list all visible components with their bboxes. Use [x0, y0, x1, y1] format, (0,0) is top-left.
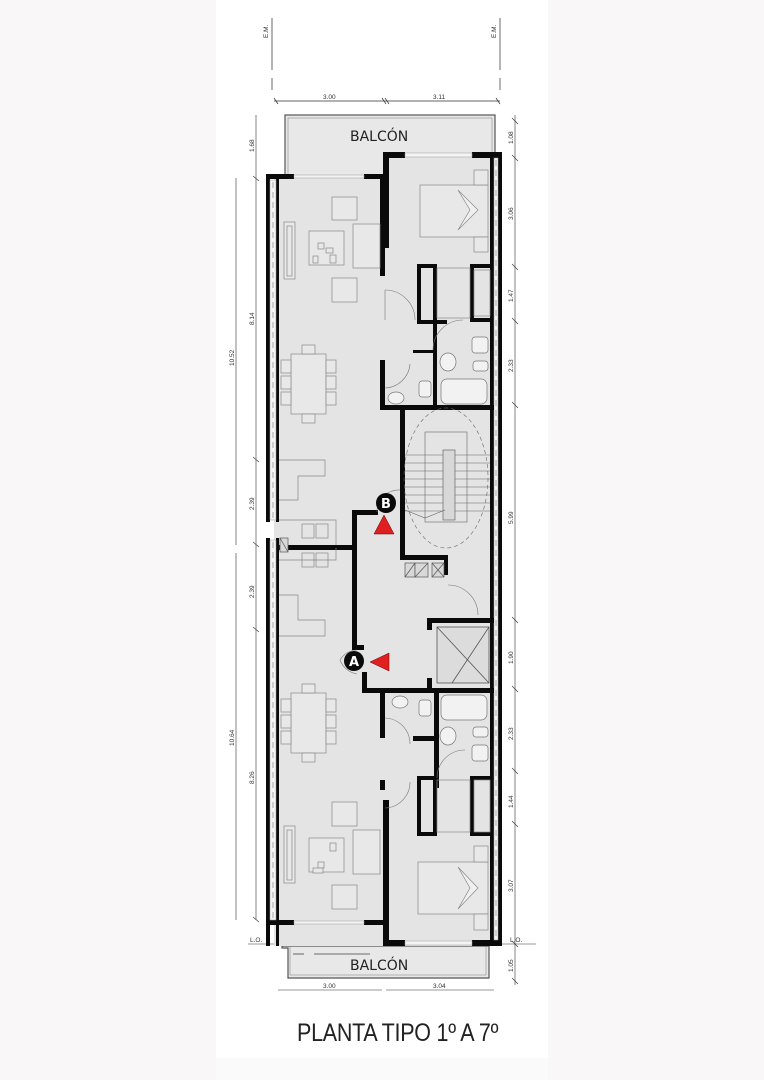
- staircase: [403, 407, 490, 549]
- lower-living-furniture: [283, 801, 381, 910]
- dim-right-1: 1.08: [508, 131, 515, 144]
- dim-left-total-1: 10.52: [229, 349, 236, 366]
- dim-left-4: 2.39: [249, 585, 256, 598]
- dim-right-10: 1.05: [508, 959, 515, 972]
- dim-left-5: 8.26: [249, 771, 256, 784]
- lo-left-label: L.O.: [250, 937, 262, 944]
- marker-a-badge: [344, 651, 364, 671]
- marker-b-label: B: [381, 497, 391, 512]
- dim-top-1: 3.00: [323, 94, 336, 101]
- dim-top-2: 3.11: [433, 94, 446, 101]
- top-balcony-label: BALCÓN: [350, 127, 408, 145]
- lower-dining-table: [280, 683, 337, 763]
- upper-living-furniture: [283, 196, 381, 303]
- dim-left-1: 1.68: [249, 139, 256, 152]
- dim-right-7: 2.33: [508, 727, 515, 740]
- upper-bedroom-furniture: [419, 169, 491, 319]
- dim-left-2: 8.14: [249, 312, 256, 325]
- dim-bottom-1: 3.00: [323, 983, 336, 990]
- reference-lines: [271, 18, 501, 90]
- marker-a-view-arrow-icon: [369, 652, 390, 672]
- marker-b[interactable]: B: [373, 493, 396, 535]
- marker-b-badge: [376, 493, 396, 513]
- bottom-balcony-label: BALCÓN: [350, 956, 408, 974]
- em-right-label: E.M.: [491, 24, 498, 38]
- top-dimension-line: [273, 97, 501, 105]
- dim-right-9: 3.07: [508, 879, 515, 892]
- lower-bathroom-fixtures: [391, 694, 489, 762]
- dim-left-3: 2.39: [249, 497, 256, 510]
- interior-walls: [279, 176, 494, 836]
- dim-right-4: 2.33: [508, 359, 515, 372]
- lower-bedroom-furniture: [417, 779, 491, 931]
- windows: [269, 152, 499, 946]
- dim-right-6: 1.90: [508, 651, 515, 664]
- upper-kitchen: [279, 459, 337, 545]
- marker-a[interactable]: A: [344, 651, 390, 672]
- elevator: [436, 626, 490, 684]
- lower-kitchen: [279, 548, 337, 637]
- upper-bathroom-fixtures: [387, 336, 489, 405]
- dim-right-3: 1.47: [508, 289, 515, 302]
- right-dimension-line: [500, 115, 536, 985]
- upper-dining-table: [280, 344, 337, 424]
- dim-bottom-2: 3.04: [433, 983, 446, 990]
- dim-right-8: 1.44: [508, 795, 515, 808]
- dim-left-total-2: 10.64: [229, 729, 236, 746]
- dim-right-5: 5.99: [508, 511, 515, 524]
- window-glazing-lines: [272, 160, 497, 938]
- em-left-label: E.M.: [263, 24, 270, 38]
- plan-title: PLANTA TIPO 1º A 7º: [297, 1019, 499, 1047]
- doors: [339, 289, 479, 809]
- dim-right-2: 3.06: [508, 207, 515, 220]
- exterior-walls: [266, 152, 502, 946]
- lo-right-label: L.O.: [510, 937, 522, 944]
- marker-b-view-arrow-icon: [373, 514, 395, 535]
- service-shafts: [279, 537, 445, 578]
- sheet-footer-band: [216, 1058, 548, 1080]
- marker-a-label: A: [349, 655, 359, 670]
